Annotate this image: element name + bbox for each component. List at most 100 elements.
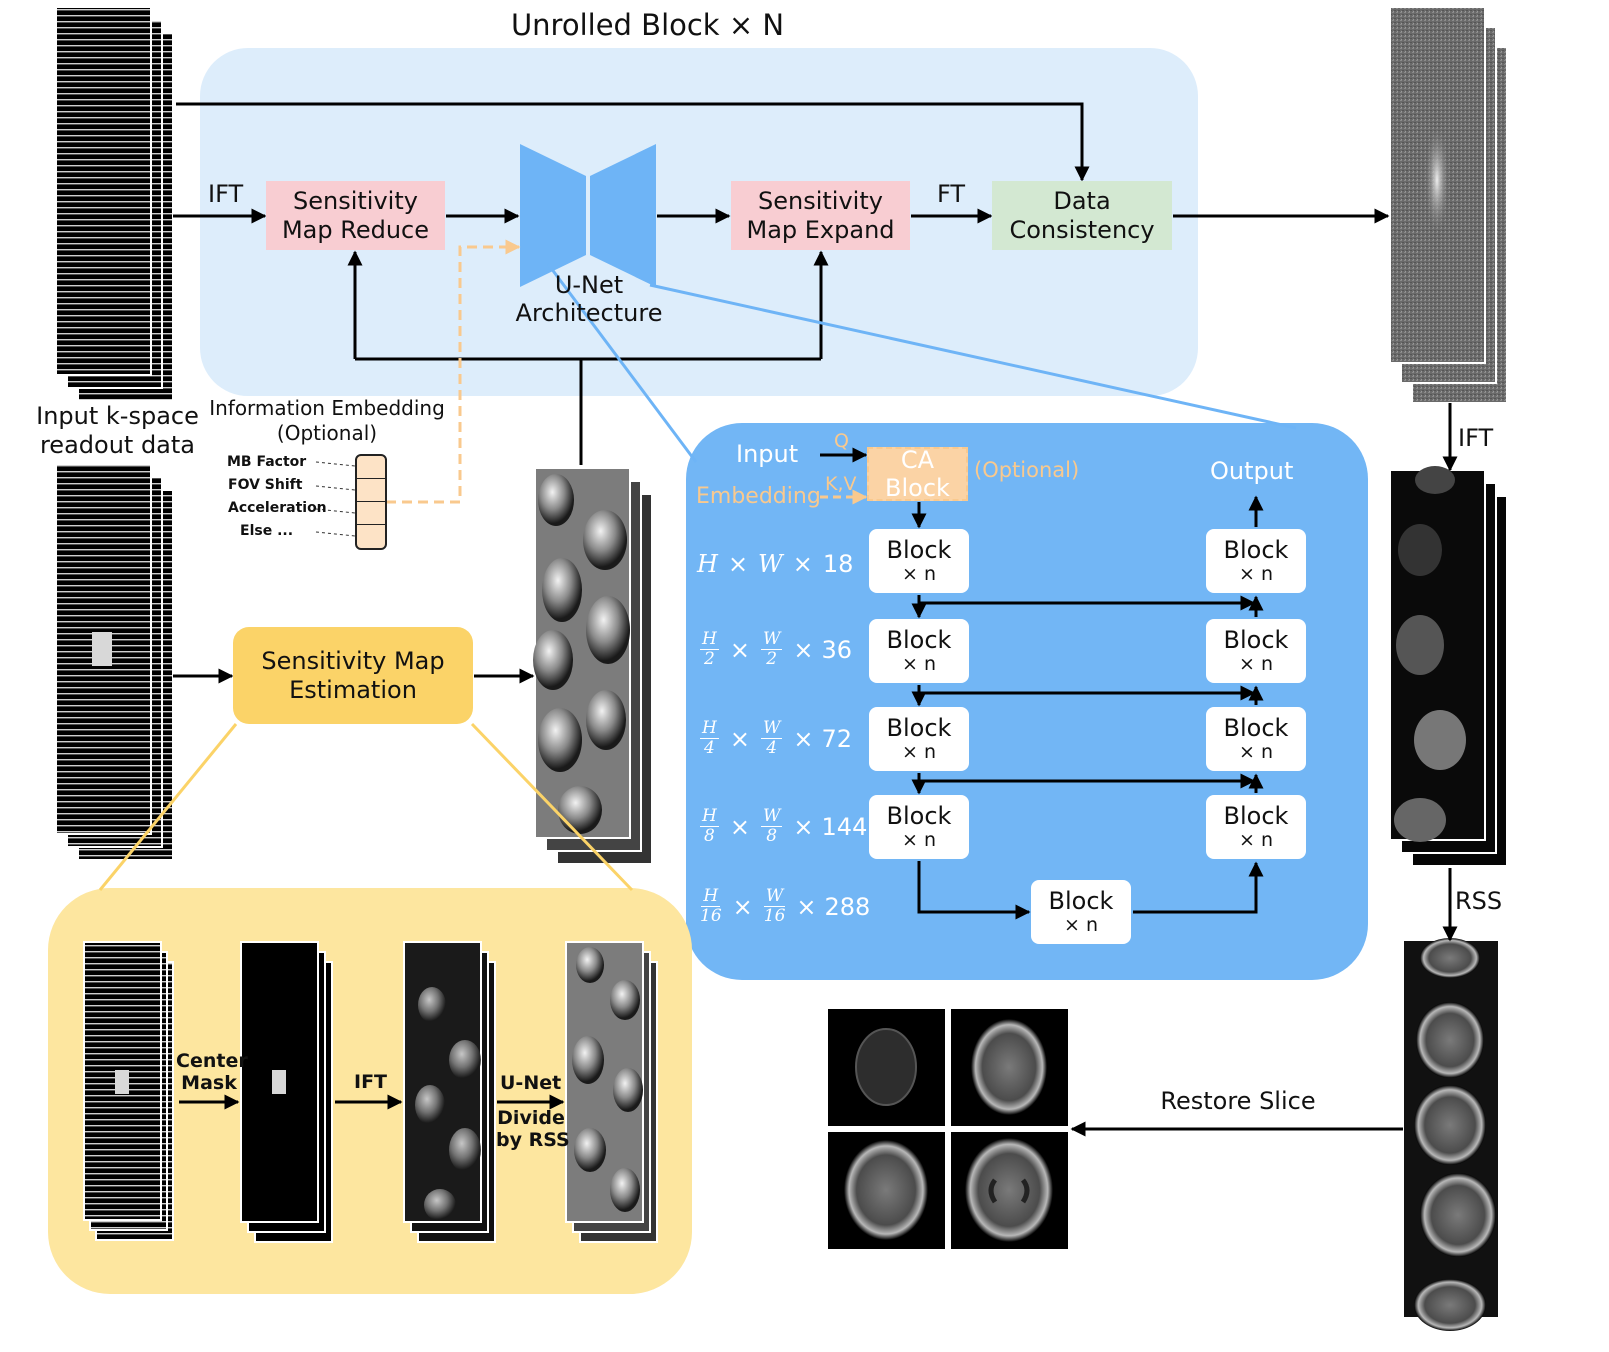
dim-channels: 36 xyxy=(821,635,853,664)
center-mask-stack xyxy=(240,941,333,1243)
block-sub: × n xyxy=(1238,741,1273,763)
estimation-kspace-stack xyxy=(83,941,174,1241)
times-sign: × xyxy=(729,635,750,664)
times-sign: × xyxy=(729,724,750,753)
dim-w: W xyxy=(760,718,783,739)
encoder-block-2: Block × n xyxy=(869,619,969,683)
dim-h-div: 8 xyxy=(704,826,715,846)
block-sub: × n xyxy=(1063,914,1098,936)
dim-w: W xyxy=(760,629,783,650)
sensitivity-maps-small-stack xyxy=(565,941,658,1243)
embedding-item-mb-factor: MB Factor xyxy=(227,454,307,470)
encoder-block-3: Block × n xyxy=(869,707,969,771)
divide-line1: Divide xyxy=(497,1107,565,1129)
kv-label: K,V xyxy=(825,473,857,495)
unet-embedding-label: Embedding xyxy=(696,484,821,509)
times-sign: × xyxy=(729,812,750,841)
bottleneck-block: Block × n xyxy=(1031,880,1131,944)
block-label: Block xyxy=(1223,626,1289,654)
dim-w-div: 8 xyxy=(766,826,778,846)
info-embedding-title: Information Embedding (Optional) xyxy=(206,396,448,446)
ift-label-right: IFT xyxy=(1458,424,1494,452)
block-label: Block xyxy=(886,536,952,564)
dim-w: W xyxy=(758,550,783,578)
dim-h: H xyxy=(700,629,719,650)
unet-estimation-label: U-Net xyxy=(500,1072,562,1094)
divide-line2: by RSS xyxy=(496,1129,570,1151)
unet-input-label: Input xyxy=(736,440,799,468)
block-sub: × n xyxy=(901,829,936,851)
coil-images-stack xyxy=(1389,466,1508,867)
dim-w-div: 2 xyxy=(766,649,778,669)
sensitivity-map-estimation-box: Sensitivity Map Estimation xyxy=(233,627,473,724)
center-mask-label: Center Mask xyxy=(176,1050,248,1094)
block-label: Block xyxy=(1223,536,1289,564)
times-sign: × xyxy=(727,550,749,578)
block-sub: × n xyxy=(901,563,936,585)
unet-architecture-label: U-Net Architecture xyxy=(500,268,678,330)
dim-w: W xyxy=(760,806,783,827)
dc-line2: Consistency xyxy=(1009,215,1155,244)
unet-label-line1: U-Net xyxy=(554,270,624,299)
input-caption-line1: Input k-space xyxy=(36,402,199,430)
block-sub: × n xyxy=(1238,563,1273,585)
sm-expand-line2: Map Expand xyxy=(746,215,895,244)
embedding-item-acceleration: Acceleration xyxy=(228,500,327,516)
dim-h-div: 2 xyxy=(704,649,715,669)
times-sign: × xyxy=(793,635,814,664)
times-sign: × xyxy=(732,892,753,921)
decoder-block-1: Block × n xyxy=(1206,529,1306,593)
block-sub: × n xyxy=(1238,653,1273,675)
dim-h: H xyxy=(700,806,719,827)
unet-detail-panel xyxy=(686,423,1368,980)
decoder-block-4: Block × n xyxy=(1206,795,1306,859)
kspace-estimation-stack xyxy=(55,463,174,861)
block-label: Block xyxy=(1048,887,1114,915)
block-label: Block xyxy=(1223,714,1289,742)
sensitivity-map-reduce-box: Sensitivity Map Reduce xyxy=(266,181,445,250)
unet-shape xyxy=(520,144,656,287)
decoder-block-3: Block × n xyxy=(1206,707,1306,771)
dim-h: H xyxy=(700,718,719,739)
embedding-vector xyxy=(355,454,387,550)
dim-h-div: 16 xyxy=(700,906,722,926)
sm-reduce-line2: Map Reduce xyxy=(281,215,430,244)
restore-slice-label: Restore Slice xyxy=(1160,1087,1316,1115)
dim-channels: 72 xyxy=(821,724,853,753)
ift-label-top: IFT xyxy=(208,180,244,208)
ca-block: CA Block xyxy=(867,446,968,502)
data-consistency-box: Data Consistency xyxy=(992,181,1172,250)
times-sign: × xyxy=(796,892,817,921)
dim-h-div: 4 xyxy=(704,738,715,758)
dim-w-div: 16 xyxy=(763,906,786,926)
ca-optional-label: (Optional) xyxy=(974,458,1080,482)
decoder-block-2: Block × n xyxy=(1206,619,1306,683)
sme-line1: Sensitivity Map xyxy=(261,647,445,676)
encoder-block-4: Block × n xyxy=(869,795,969,859)
center-mask-line2: Mask xyxy=(181,1072,237,1094)
output-kspace-stack xyxy=(1389,6,1508,404)
divide-by-rss-label: Divide by RSS xyxy=(496,1107,570,1151)
dc-line1: Data xyxy=(1053,187,1111,216)
ca-block-line2: Block xyxy=(885,474,950,502)
sensitivity-map-expand-box: Sensitivity Map Expand xyxy=(731,181,910,250)
times-sign: × xyxy=(792,550,813,578)
ca-block-line1: CA xyxy=(900,446,935,474)
embedding-item-fov-shift: FOV Shift xyxy=(228,477,303,493)
dim-channels: 144 xyxy=(821,812,868,841)
block-label: Block xyxy=(886,802,952,830)
dim-level-1: H × W × 18 xyxy=(697,550,853,578)
block-label: Block xyxy=(886,626,952,654)
block-sub: × n xyxy=(901,653,936,675)
sm-reduce-line1: Sensitivity xyxy=(293,187,418,216)
info-embedding-line1: Information Embedding xyxy=(209,396,445,420)
unet-label-line2: Architecture xyxy=(515,299,663,327)
dim-w: W xyxy=(763,886,786,907)
dim-h: H xyxy=(697,550,718,578)
input-caption-line2: readout data xyxy=(39,431,196,459)
rss-slice-strip xyxy=(1404,938,1498,1331)
